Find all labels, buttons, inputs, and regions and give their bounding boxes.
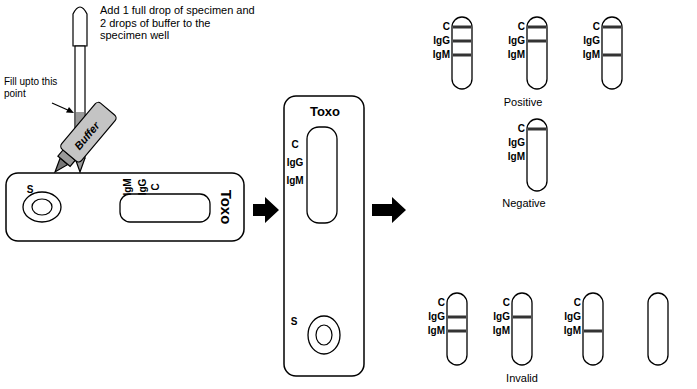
cassette-label: S: [291, 317, 298, 327]
test-cassette: ToxoC IgG IgM S: [283, 95, 365, 377]
test-strip: C IgG IgM: [556, 292, 604, 366]
line-label: C: [503, 298, 510, 308]
line-label: IgG: [433, 36, 450, 46]
line-label: C: [518, 22, 525, 32]
line-label: IgG: [583, 36, 600, 46]
cassette-label: IgG: [138, 179, 148, 196]
line-label: IgM: [433, 50, 450, 60]
line-label: IgM: [508, 50, 525, 60]
line-label: IgM: [428, 326, 445, 336]
result-heading: Positive: [504, 96, 543, 109]
line-label: C: [518, 124, 525, 134]
result-heading: Negative: [502, 197, 545, 210]
cassette-label: C: [151, 183, 161, 190]
line-label: IgG: [493, 312, 510, 322]
line-label: C: [438, 298, 445, 308]
fill-note: Fill upto this point: [4, 76, 68, 99]
line-label: IgG: [428, 312, 445, 322]
cassette-label: S: [27, 185, 34, 195]
test-strip: C IgG IgM: [485, 292, 533, 366]
test-strip: C IgG IgM: [500, 16, 548, 90]
cassette-label: IgG: [287, 158, 304, 168]
line-label: IgM: [493, 326, 510, 336]
cassette-label: Toxo: [310, 105, 340, 118]
cassette-label: Toxo: [219, 190, 234, 225]
line-label: IgG: [564, 312, 581, 322]
line-label: IgG: [508, 36, 525, 46]
line-label: IgM: [508, 152, 525, 162]
buffer-bottle: [45, 101, 118, 181]
instruction-note: Add 1 full drop of specimen and 2 drops …: [100, 4, 260, 42]
test-strip: C IgG IgM: [500, 118, 548, 192]
line-label: C: [593, 22, 600, 32]
cassette-label: C: [291, 140, 298, 150]
line-label: IgM: [583, 50, 600, 60]
fill-leader: [52, 103, 74, 113]
test-strip: C IgG IgM: [425, 16, 473, 90]
test-strip: C IgG IgM: [420, 292, 468, 366]
flow-arrow: [253, 197, 279, 223]
test-cassette: S IgM IgGC Toxo: [5, 172, 245, 242]
cassette-label: IgM: [123, 178, 133, 195]
line-label: IgG: [508, 138, 525, 148]
cassette-outline: [283, 95, 365, 377]
result-arrow: [372, 197, 406, 223]
cassette-label: IgM: [286, 176, 303, 186]
line-label: C: [443, 22, 450, 32]
result-heading: Invalid: [506, 372, 538, 385]
line-label: C: [574, 298, 581, 308]
test-strip: C IgG IgM: [575, 16, 623, 90]
line-label: IgM: [564, 326, 581, 336]
blank-strip: [648, 293, 668, 365]
